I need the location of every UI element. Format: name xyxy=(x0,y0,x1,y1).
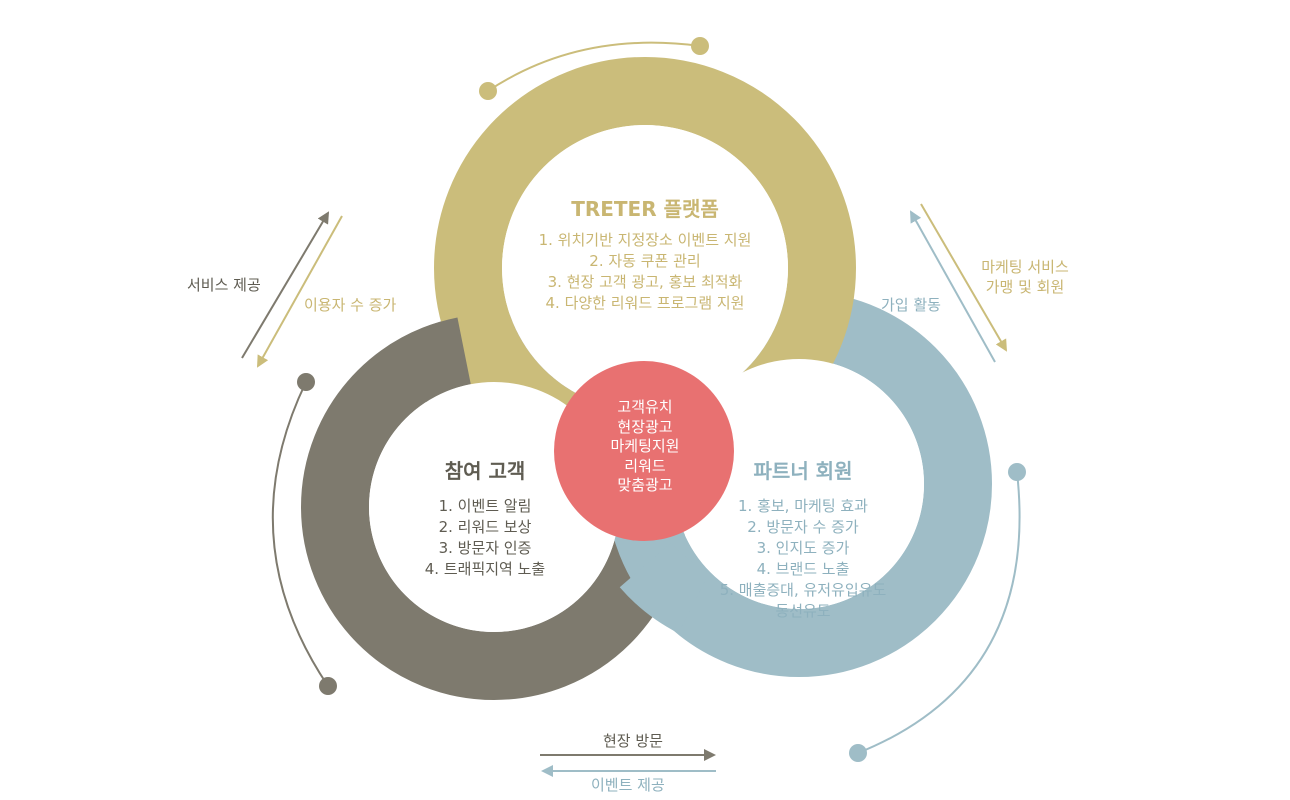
platform-item: 4. 다양한 리워드 프로그램 지원 xyxy=(545,294,745,312)
join-activity-label: 가입 활동 xyxy=(881,296,941,314)
platform-interior xyxy=(502,125,788,411)
partner-item: 5. 매출증대, 유저유입유도 xyxy=(719,581,887,599)
platform-item: 3. 현장 고객 광고, 홍보 최적화 xyxy=(547,273,743,291)
center-line: 리워드 xyxy=(624,456,666,475)
site-visit-label: 현장 방문 xyxy=(603,732,663,750)
customer-block: 참여 고객 1. 이벤트 알림 2. 리워드 보상 3. 방문자 인증 4. 트… xyxy=(305,456,665,580)
partner-item: 3. 인지도 증가 xyxy=(756,539,850,557)
partner-item: 2. 방문자 수 증가 xyxy=(747,518,859,536)
orbit-dot-icon xyxy=(849,744,867,762)
center-line: 고객유치 xyxy=(617,398,673,416)
customer-ring-overlap xyxy=(388,317,472,404)
marketing-service-line: 가맹 및 회원 xyxy=(985,278,1065,296)
top-orbit-arc xyxy=(487,41,701,92)
user-increase-label: 이용자 수 증가 xyxy=(304,296,397,314)
orbit-dot-icon xyxy=(319,677,337,695)
partner-title: 파트너 회원 xyxy=(753,459,853,483)
marketing-service-label: 마케팅 서비스 가맹 및 회원 xyxy=(970,257,1080,297)
arrow-icon xyxy=(257,215,343,368)
arrow-icon xyxy=(920,203,1008,352)
platform-item: 2. 자동 쿠폰 관리 xyxy=(589,252,701,270)
partner-block: 파트너 회원 1. 홍보, 마케팅 효과 2. 방문자 수 증가 3. 인지도 … xyxy=(623,456,983,622)
arrow-icon xyxy=(910,210,996,363)
orbit-dot-icon xyxy=(479,82,497,100)
right-orbit-arc xyxy=(857,471,1021,754)
partner-interior xyxy=(674,359,924,609)
partner-item: 동선유도 xyxy=(775,602,831,620)
arrow-icon xyxy=(241,211,330,359)
service-provide-label: 서비스 제공 xyxy=(187,276,261,294)
customer-item: 1. 이벤트 알림 xyxy=(438,497,532,515)
customer-item: 4. 트래픽지역 노출 xyxy=(424,560,546,578)
partner-ring-overlap xyxy=(619,542,711,634)
center-circle xyxy=(554,361,734,541)
orbit-dot-icon xyxy=(691,37,709,55)
orbit-dot-icon xyxy=(297,373,315,391)
customer-title: 참여 고객 xyxy=(444,459,526,483)
left-orbit-arc xyxy=(271,381,329,687)
partner-item: 4. 브랜드 노출 xyxy=(756,560,850,578)
orbit-dot-icon xyxy=(1008,463,1026,481)
center-text: 고객유치 현장광고 마케팅지원 리워드 맞춤광고 xyxy=(565,398,725,496)
platform-item: 1. 위치기반 지정장소 이벤트 지원 xyxy=(538,231,752,249)
partner-item: 1. 홍보, 마케팅 효과 xyxy=(738,497,868,515)
platform-title: TRETER 플랫폼 xyxy=(571,197,719,221)
customer-item: 2. 리워드 보상 xyxy=(438,518,532,536)
center-line: 마케팅지원 xyxy=(610,437,680,455)
center-line: 현장광고 xyxy=(617,417,673,436)
center-line: 맞춤광고 xyxy=(617,476,673,494)
event-provide-label: 이벤트 제공 xyxy=(591,776,665,794)
customer-item: 3. 방문자 인증 xyxy=(438,539,532,557)
platform-block: TRETER 플랫폼 1. 위치기반 지정장소 이벤트 지원 2. 자동 쿠폰 … xyxy=(465,194,825,314)
marketing-service-line: 마케팅 서비스 xyxy=(981,258,1069,276)
